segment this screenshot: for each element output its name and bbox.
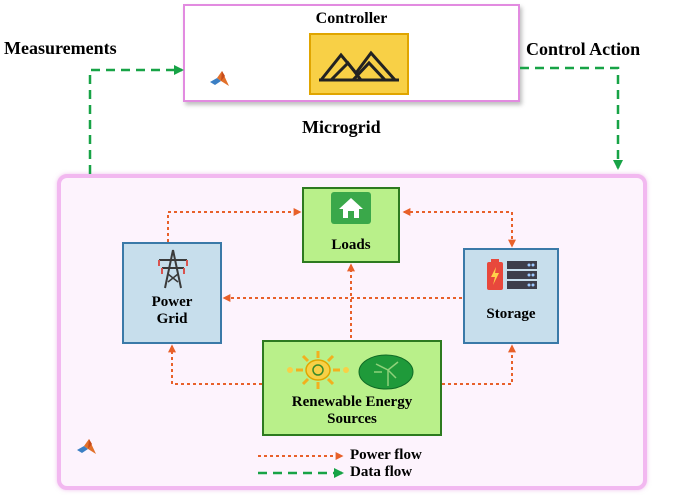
res-to-grid-power-flow bbox=[168, 344, 262, 385]
legend-power-flow-label: Power flow bbox=[350, 447, 422, 463]
loads-block[interactable]: Loads bbox=[302, 187, 400, 263]
legend-data-flow-label: Data flow bbox=[350, 464, 413, 480]
controller-box[interactable]: Controller bbox=[183, 4, 520, 102]
power-grid-block[interactable]: Power Grid bbox=[122, 242, 222, 344]
loads-label: Loads bbox=[331, 237, 371, 253]
control-action-data-flow bbox=[520, 66, 623, 170]
control-action-label: Control Action bbox=[526, 39, 641, 59]
renewable-energy-block[interactable]: Renewable Energy Sources bbox=[262, 340, 442, 436]
measurements-data-flow bbox=[88, 65, 184, 174]
controller-block[interactable] bbox=[309, 33, 409, 95]
home-icon bbox=[331, 192, 371, 224]
mountain-logo-icon bbox=[319, 50, 399, 82]
wind-turbine-icon bbox=[358, 354, 414, 390]
microgrid-title: Microgrid bbox=[302, 117, 381, 137]
controller-title: Controller bbox=[315, 10, 388, 27]
power-grid-label-line2: Grid bbox=[156, 311, 188, 327]
transmission-tower-icon bbox=[158, 249, 188, 289]
power-grid-label: Power Grid bbox=[124, 294, 220, 328]
measurements-label: Measurements bbox=[4, 38, 117, 58]
loads-storage-power-flow bbox=[402, 208, 516, 248]
renewable-energy-label-line2: Sources bbox=[327, 411, 377, 427]
renewable-energy-label-line1: Renewable Energy bbox=[291, 394, 413, 410]
matlab-logo-icon bbox=[210, 71, 229, 86]
storage-block[interactable]: Storage bbox=[463, 248, 559, 344]
renewable-energy-label: Renewable Energy Sources bbox=[264, 394, 440, 428]
res-to-storage-power-flow bbox=[442, 344, 516, 385]
battery-rack-icon bbox=[487, 259, 537, 290]
sun-icon bbox=[287, 351, 349, 389]
storage-label: Storage bbox=[486, 306, 536, 322]
matlab-logo-icon bbox=[77, 439, 96, 454]
power-grid-label-line1: Power bbox=[151, 294, 193, 310]
grid-to-loads-power-flow bbox=[167, 208, 302, 242]
